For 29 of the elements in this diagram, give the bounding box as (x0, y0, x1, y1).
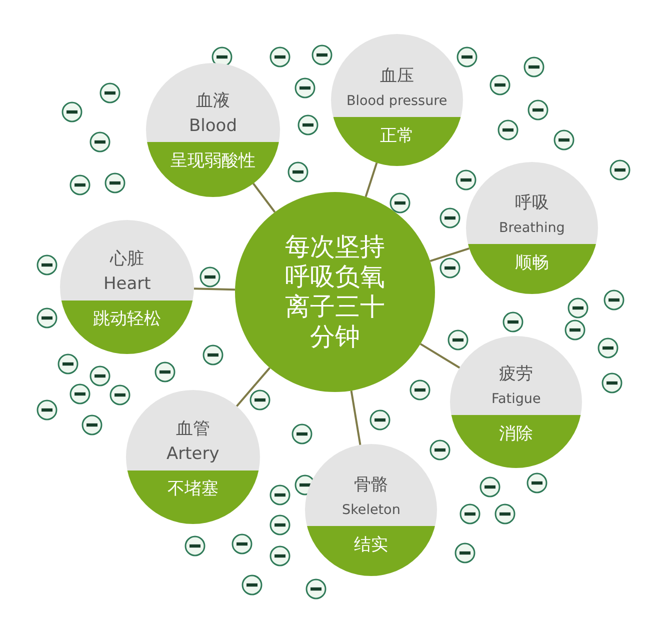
connector-line (420, 343, 460, 369)
circle-subtitle: Blood (189, 115, 237, 138)
circle-body-text: 顺畅 (515, 252, 549, 274)
circle-subtitle: Fatigue (492, 390, 541, 410)
connector-line (350, 390, 362, 446)
connector-line (236, 367, 271, 407)
circle-title: 血管 (176, 418, 210, 440)
circle-subtitle: Blood pressure (346, 92, 448, 112)
central-text: 每次坚持呼吸负氧离子三十分钟 (284, 232, 386, 352)
circle-subtitle: Breathing (499, 218, 565, 238)
circle-title: 血压 (380, 65, 414, 88)
circle-title: 血液 (196, 90, 230, 112)
circle-body-text: 结实 (354, 534, 388, 556)
circle-title: 骨骼 (354, 474, 388, 496)
circle-subtitle: Skeleton (342, 500, 400, 520)
circle-subtitle: Heart (104, 273, 151, 296)
circle-title: 呼吸 (515, 192, 549, 214)
circle-subtitle: Artery (166, 443, 220, 466)
circle-title: 疲劳 (499, 363, 533, 386)
connector-line (430, 247, 470, 262)
circle-body-text: 不堵塞 (168, 478, 218, 500)
connector-line (252, 182, 276, 213)
circle-body-text: 正常 (380, 125, 414, 148)
circle-title: 心脏 (110, 248, 144, 270)
circle-body-text: 消除 (499, 423, 533, 446)
circle-body-text: 跳动轻松 (93, 308, 161, 330)
connector-line (194, 288, 236, 291)
circle-body-text: 呈现弱酸性 (170, 150, 256, 172)
connector-line (364, 162, 378, 198)
